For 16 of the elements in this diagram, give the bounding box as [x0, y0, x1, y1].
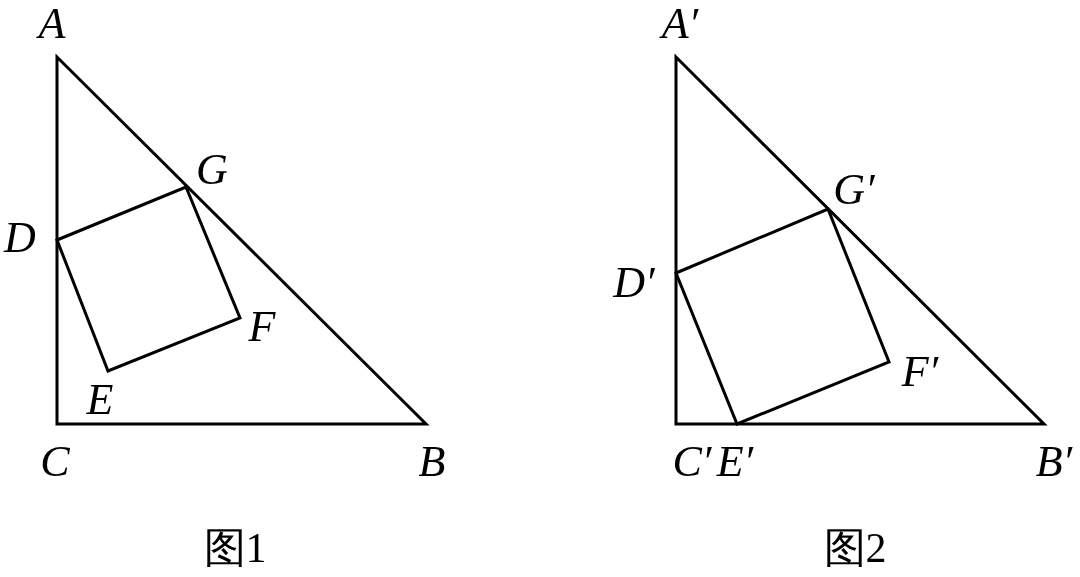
point-label: D′ [613, 261, 655, 305]
point-label: G [196, 148, 228, 192]
point-label: B [418, 440, 446, 484]
point-label: F′ [901, 350, 939, 394]
figure-caption: 图2 [823, 527, 887, 569]
point-label: E [86, 378, 114, 422]
point-label: F [248, 305, 276, 349]
point-label: E′ [716, 440, 754, 484]
point-label: A [38, 2, 66, 46]
point-label: C [40, 440, 70, 484]
point-label: D [4, 216, 36, 260]
point-label: B′ [1035, 440, 1073, 484]
point-label: A′ [661, 2, 699, 46]
figure-caption: 图1 [203, 527, 267, 569]
point-label: G′ [833, 168, 875, 212]
point-label: C′ [672, 440, 712, 484]
